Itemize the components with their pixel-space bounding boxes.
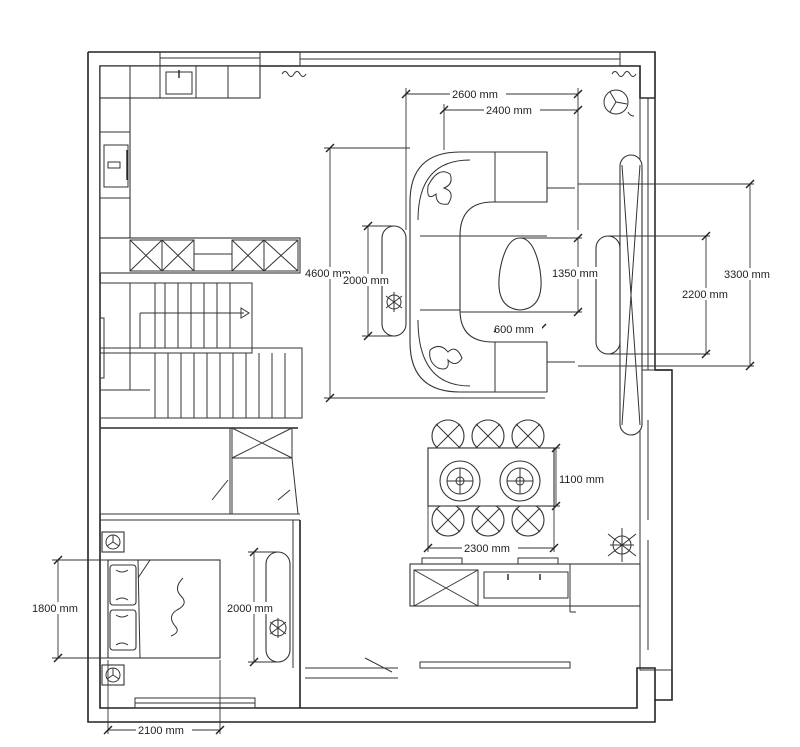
- sideboard: [409, 557, 641, 613]
- dim-dining-width: 1100 mm: [559, 474, 604, 486]
- dim-bench-length: 2000 mm: [343, 275, 389, 287]
- dim-coffee-width: 600 mm: [494, 324, 534, 336]
- plant-icon: [269, 618, 287, 638]
- stair-arrow-icon: [240, 307, 250, 319]
- plant-icon: [607, 528, 637, 562]
- daybed: [595, 235, 621, 355]
- dim-sofa-inner: 2400 mm: [486, 105, 532, 117]
- dining: [427, 419, 637, 562]
- outer-walls: [87, 51, 673, 723]
- fan-icon: [603, 89, 635, 117]
- stair-treads-upper: [154, 283, 231, 348]
- dim-sofa-outer: 2600 mm: [452, 89, 498, 101]
- dining-chairs: [431, 419, 545, 537]
- sink-icon: [165, 70, 193, 95]
- dim-bed-width: 1800 mm: [32, 603, 78, 615]
- dim-window-span: 3300 mm: [724, 269, 770, 281]
- cushion-icon: [427, 171, 463, 370]
- dim-daybed: 2200 mm: [682, 289, 728, 301]
- cabinet-crosses: [129, 239, 299, 272]
- dimension-labels: 2600 mm 2400 mm 4600 mm 2000 mm 1350 mm …: [30, 88, 778, 737]
- range-hood-icon: [103, 144, 129, 188]
- pillow: [109, 609, 137, 651]
- lamp-icon: [101, 664, 125, 686]
- dim-lounge-depth: 4600 mm: [305, 268, 351, 280]
- living-area: [381, 89, 643, 436]
- staircase: [99, 282, 303, 419]
- plant-icon: [385, 292, 403, 312]
- stair-treads-lower: [154, 353, 286, 418]
- dim-bedroom-width: 2100 mm: [138, 725, 184, 737]
- coffee-table: [498, 237, 542, 311]
- dim-dining-length: 2300 mm: [464, 543, 510, 555]
- pillow: [109, 564, 137, 606]
- bedroom: [99, 427, 301, 708]
- table-centerpiece: [439, 460, 541, 502]
- sofa: [409, 151, 548, 393]
- dim-bedroom-bench: 2000 mm: [227, 603, 273, 615]
- lamp-icon: [101, 531, 125, 553]
- dim-coffee-length: 1350 mm: [552, 268, 598, 280]
- kitchen: [99, 65, 301, 274]
